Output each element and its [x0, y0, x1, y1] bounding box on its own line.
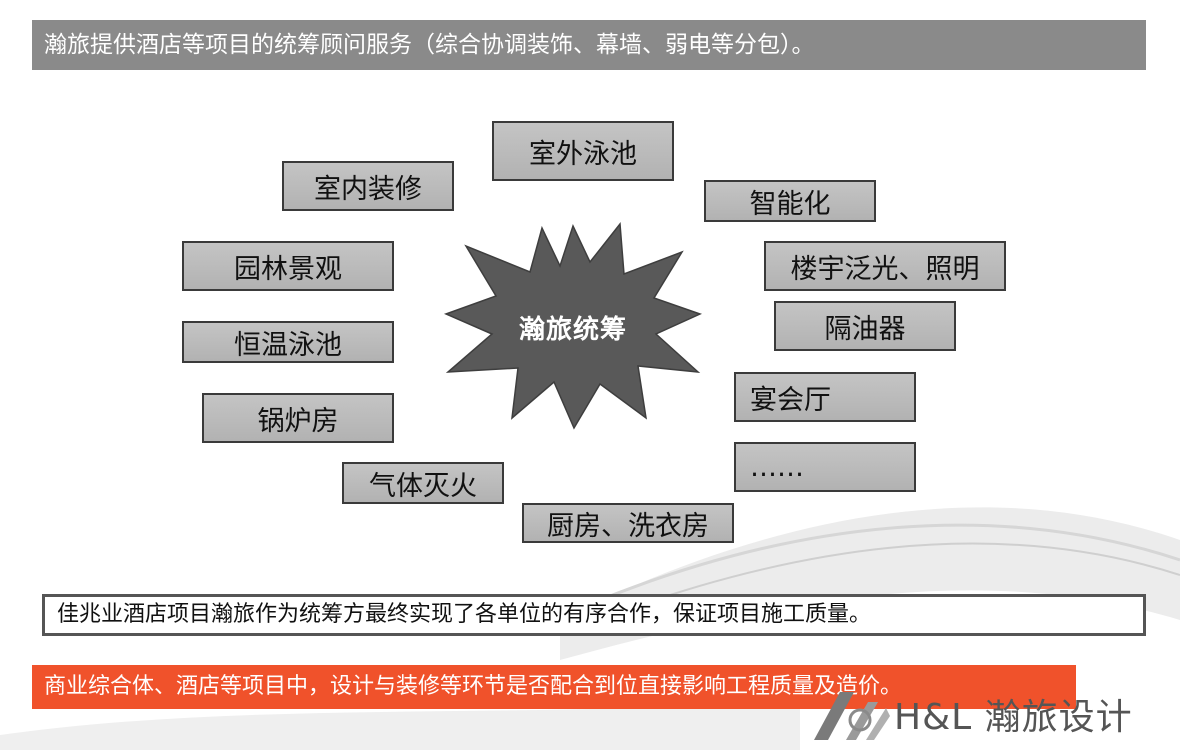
bottom-banner: 商业综合体、酒店等项目中，设计与装修等环节是否配合到位直接影响工程质量及造价。 — [32, 665, 1076, 709]
logo-text: H&L 瀚旅设计 — [894, 697, 1133, 738]
center-label: 瀚旅统筹 — [518, 314, 627, 345]
header-banner: 瀚旅提供酒店等项目的统筹顾问服务（综合协调装饰、幕墙、弱电等分包）。 — [32, 20, 1146, 70]
statement-box: 佳兆业酒店项目瀚旅作为统筹方最终实现了各单位的有序合作，保证项目施工质量。 — [42, 594, 1146, 636]
node-gas-fire-suppression: 气体灭火 — [342, 462, 504, 504]
node-landscape: 园林景观 — [182, 241, 394, 291]
node-grease-separator: 隔油器 — [774, 301, 956, 351]
starburst-shape — [443, 222, 703, 430]
node-ellipsis: …… — [734, 442, 916, 492]
node-boiler-room: 锅炉房 — [202, 393, 394, 443]
node-smart: 智能化 — [704, 180, 876, 222]
center-starburst: 瀚旅统筹 — [442, 222, 704, 432]
node-facade-lighting: 楼宇泛光、照明 — [764, 241, 1006, 291]
node-interior-decoration: 室内装修 — [282, 161, 454, 211]
node-heated-pool: 恒温泳池 — [182, 321, 394, 363]
company-logo: H&L 瀚旅设计 — [810, 686, 1170, 742]
node-kitchen-laundry: 厨房、洗衣房 — [522, 503, 734, 543]
node-outdoor-pool: 室外泳池 — [492, 121, 674, 181]
node-banquet-hall: 宴会厅 — [734, 372, 916, 422]
hl-logo-icon — [814, 692, 890, 740]
